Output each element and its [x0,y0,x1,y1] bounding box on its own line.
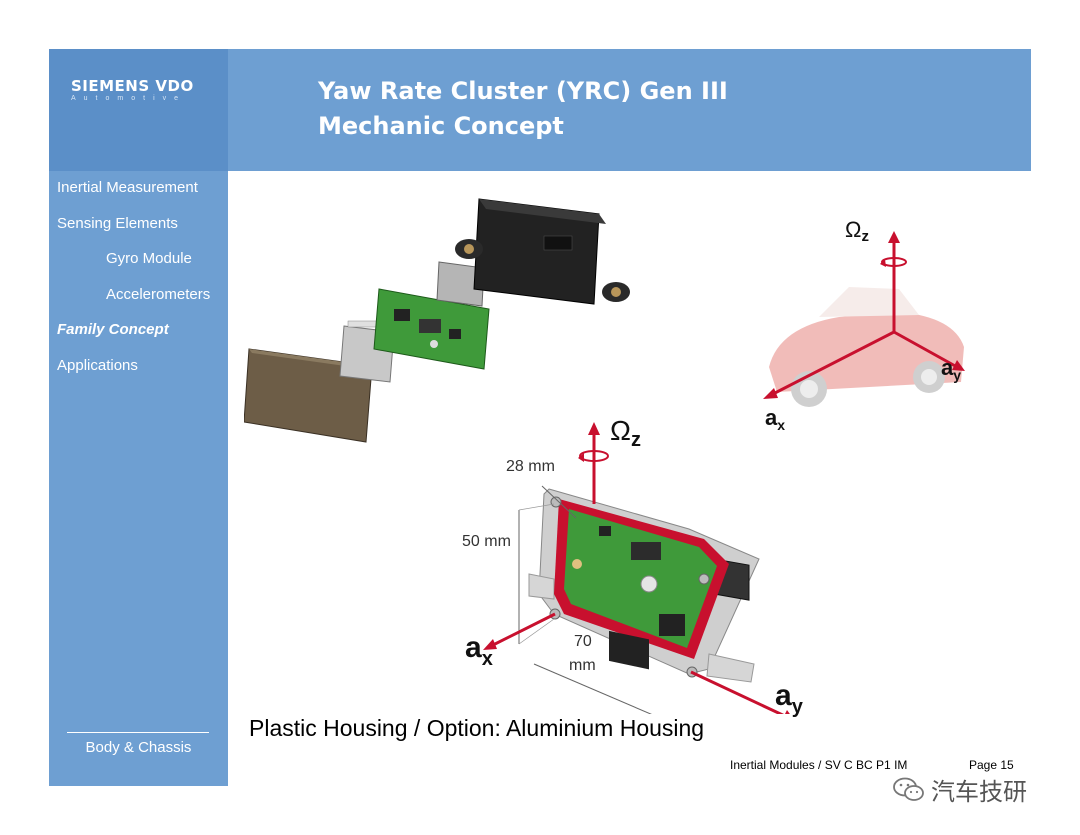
slide-title: Yaw Rate Cluster (YRC) Gen III [318,77,728,105]
document-reference: Inertial Modules / SV C BC P1 IM [730,758,908,772]
sidebar-item-inertial-measurement[interactable]: Inertial Measurement [57,179,198,196]
sidebar-item-gyro-module[interactable]: Gyro Module [106,250,192,267]
slide: SIEMENS VDO Automotive Yaw Rate Cluster … [49,49,1031,786]
exploded-view-image [244,194,644,454]
car-omega-label: Ωz [845,217,869,245]
height-dimension-label: 50 mm [462,533,511,550]
watermark-text: 汽车技研 [931,778,1027,806]
module-ay-label: ay [775,679,803,718]
car-ax-label: ax [765,405,786,433]
module-dimension-diagram [459,414,809,714]
sidebar-item-applications[interactable]: Applications [57,357,138,374]
width-dimension-value: 70 [574,633,592,650]
slide-subtitle: Mechanic Concept [318,112,564,140]
car-ay-label: ay [941,355,962,383]
module-ax-label: ax [465,631,493,670]
depth-dimension-label: 28 mm [506,458,555,475]
car-axes-diagram [749,217,979,447]
module-omega-label: Ωz [610,415,641,451]
siemens-vdo-logo: SIEMENS VDO [71,77,194,95]
title-band: Yaw Rate Cluster (YRC) Gen III Mechanic … [228,49,1031,171]
logo-panel: SIEMENS VDO Automotive [49,49,228,171]
logo-tagline: Automotive [71,95,187,102]
housing-caption: Plastic Housing / Option: Aluminium Hous… [249,715,705,741]
sidebar-divider [67,732,209,733]
width-dimension-unit: mm [569,657,596,674]
sidebar-item-sensing-elements[interactable]: Sensing Elements [57,215,178,232]
wechat-icon [893,777,924,801]
sidebar-item-accelerometers[interactable]: Accelerometers [106,286,211,303]
sidebar-footer: Body & Chassis [85,739,192,756]
page-number: Page 15 [969,758,1014,772]
watermark: 汽车技研 [893,772,1027,807]
sidebar-nav: Inertial Measurement Sensing Elements Gy… [49,171,228,786]
sidebar-item-family-concept[interactable]: Family Concept [57,321,169,338]
